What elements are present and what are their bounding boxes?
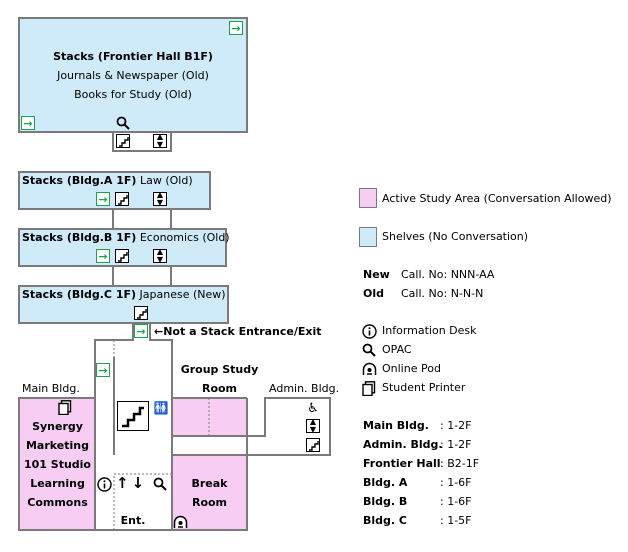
legend-opac-label: OPAC xyxy=(382,343,412,356)
legend-new-tag: New xyxy=(363,268,390,281)
stacks-bldg-a-title: Stacks (Bldg.A 1F) xyxy=(22,174,137,187)
floor-name: Bldg. C xyxy=(363,514,407,527)
entrance-icon[interactable]: → xyxy=(96,249,110,263)
elevator-icon[interactable]: ▲▼ xyxy=(306,418,320,434)
stairs-icon[interactable] xyxy=(306,438,320,452)
stacks-frontier-title: Stacks (Frontier Hall B1F) xyxy=(53,50,213,63)
floor-name: Admin. Bldg. xyxy=(363,438,443,451)
entrance-icon: → xyxy=(134,324,148,338)
floor-name: Frontier Hall xyxy=(363,457,441,470)
learning-label: Learning xyxy=(30,477,85,490)
entrance-icon[interactable]: → xyxy=(229,21,243,35)
floor-range: : 1-2F xyxy=(440,419,472,432)
stairs-icon[interactable] xyxy=(117,401,149,431)
main-bldg-label: Main Bldg. xyxy=(22,382,80,395)
elevator-icon[interactable]: ▲▼ xyxy=(153,248,167,264)
stacks-bldg-b-title: Stacks (Bldg.B 1F) xyxy=(22,231,137,244)
break-room-label-2: Room xyxy=(191,496,228,509)
floor-range: : 1-6F xyxy=(440,476,472,489)
stacks-bldg-a xyxy=(18,171,211,210)
restroom-icon[interactable]: 🚻 xyxy=(153,401,169,415)
printer-icon[interactable] xyxy=(57,399,73,415)
floor-name: Main Bldg. xyxy=(363,419,429,432)
admin-bldg-label: Admin. Bldg. xyxy=(269,382,340,395)
entrance-icon[interactable]: → xyxy=(96,192,110,206)
legend-active-label: Active Study Area (Conversation Allowed) xyxy=(382,192,612,205)
floor-range: : B2-1F xyxy=(440,457,480,470)
stacks-frontier-line2: Books for Study (Old) xyxy=(74,88,192,101)
legend-new-call: Call. No: NNN-AA xyxy=(401,268,495,281)
stacks-bldg-c-title: Stacks (Bldg.C 1F) xyxy=(22,288,137,301)
legend-pod-label: Online Pod xyxy=(382,362,441,375)
online-pod-icon xyxy=(361,361,377,377)
stacks-bldg-b-label: Stacks (Bldg.B 1F) Economics (Old) xyxy=(22,231,230,245)
legend-shelves-label: Shelves (No Conversation) xyxy=(382,230,529,243)
stairs-icon[interactable] xyxy=(115,192,129,206)
legend-info-label: Information Desk xyxy=(382,324,477,337)
stacks-frontier-hall xyxy=(18,17,248,133)
info-icon[interactable] xyxy=(96,476,113,493)
floor-name: Bldg. B xyxy=(363,495,408,508)
floor-range: : 1-2F xyxy=(440,438,472,451)
escalator-arrows: ↑↓ xyxy=(116,474,148,492)
entrance-icon[interactable]: → xyxy=(21,116,35,130)
search-icon xyxy=(361,342,377,358)
floor-range: : 1-5F xyxy=(440,514,472,527)
entrance-icon[interactable]: → xyxy=(96,363,110,377)
elevator-icon[interactable]: ▲▼ xyxy=(153,133,167,149)
group-study-label-1: Group Study xyxy=(180,363,259,376)
stairs-icon[interactable] xyxy=(115,249,129,263)
printer-icon xyxy=(361,380,377,396)
commons-label: Commons xyxy=(27,496,88,509)
legend-old-call: Call. No: N-N-N xyxy=(401,287,484,300)
legend-old-tag: Old xyxy=(363,287,384,300)
elevator-icon[interactable]: ▲▼ xyxy=(153,191,167,207)
floor-name: Bldg. A xyxy=(363,476,408,489)
stairs-icon[interactable] xyxy=(116,134,130,148)
stairs-icon[interactable] xyxy=(134,306,148,320)
legend-printer-label: Student Printer xyxy=(382,381,466,394)
not-entrance-note: ←Not a Stack Entrance/Exit xyxy=(154,325,322,338)
search-icon[interactable] xyxy=(152,476,168,492)
info-icon xyxy=(361,323,378,340)
wheelchair-icon[interactable]: ♿ xyxy=(307,400,319,416)
stacks-bldg-a-subject: Law (Old) xyxy=(139,174,193,187)
stacks-bldg-a-label: Stacks (Bldg.A 1F) Law (Old) xyxy=(22,174,193,188)
legend-shelves-swatch xyxy=(359,227,377,247)
stacks-bldg-c-label: Stacks (Bldg.C 1F) Japanese (New) xyxy=(22,288,226,302)
entrance-label: Ent. xyxy=(120,514,146,527)
stacks-frontier-line1: Journals & Newspaper (Old) xyxy=(57,69,209,82)
search-icon[interactable] xyxy=(115,115,131,131)
floor-range: : 1-6F xyxy=(440,495,472,508)
group-study-area xyxy=(172,398,247,436)
break-room-label-1: Break xyxy=(191,477,228,490)
main-bldg-area xyxy=(19,398,96,530)
online-pod-icon[interactable] xyxy=(172,514,188,530)
studio-label: 101 Studio xyxy=(23,458,91,471)
stacks-bldg-b-subject: Economics (Old) xyxy=(139,231,230,244)
marketing-label: Marketing xyxy=(25,439,89,452)
legend-active-swatch xyxy=(359,188,377,208)
stacks-bldg-c-subject: Japanese (New) xyxy=(139,288,226,301)
synergy-label: Synergy xyxy=(32,420,83,433)
group-study-label-2: Room xyxy=(201,382,238,395)
stacks-bldg-c xyxy=(18,285,229,324)
